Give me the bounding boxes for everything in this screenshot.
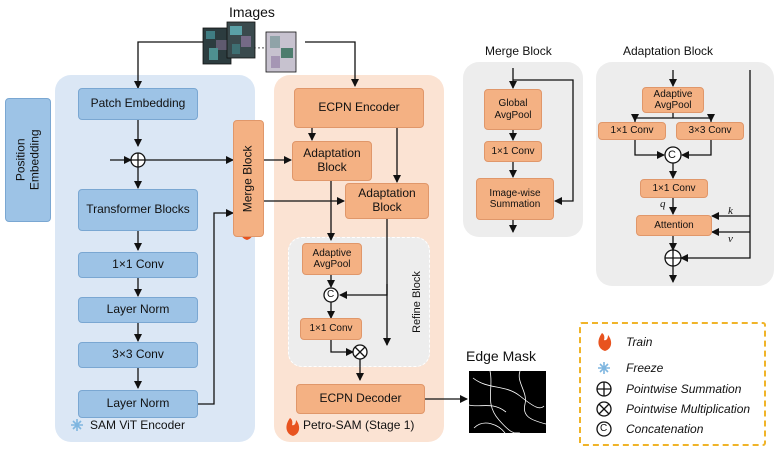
legend-pointwise-multiplication: Pointwise Multiplication bbox=[626, 402, 751, 416]
adaptation-detail-title: Adaptation Block bbox=[623, 44, 714, 58]
adapt-conv-3x3-box: 3×3 Conv bbox=[676, 122, 744, 140]
image-ellipsis: ··· bbox=[253, 40, 265, 54]
image-wise-summation-box: Image-wise Summation bbox=[476, 178, 554, 220]
position-embedding-box: Position Embedding bbox=[5, 98, 51, 222]
legend-concat-symbol: C bbox=[600, 423, 608, 434]
legend-train: Train bbox=[626, 335, 653, 349]
global-avgpool-box: Global AvgPool bbox=[484, 89, 542, 130]
edge-mask-label: Edge Mask bbox=[466, 348, 537, 364]
images-label: Images bbox=[229, 4, 275, 20]
legend-concatenation: Concatenation bbox=[626, 422, 704, 436]
petro-sam-title: Petro-SAM (Stage 1) bbox=[303, 418, 415, 432]
adapt-conv-1x1-mid-box: 1×1 Conv bbox=[640, 179, 708, 198]
k-label: k bbox=[728, 205, 733, 217]
conv-3x3-box: 3×3 Conv bbox=[78, 342, 198, 368]
merge-block-box: Merge Block bbox=[233, 120, 264, 237]
adaptive-avgpool-box: Adaptive AvgPool bbox=[642, 87, 704, 113]
refine-block-label: Refine Block bbox=[410, 271, 423, 333]
ecpn-encoder-box: ECPN Encoder bbox=[294, 88, 424, 128]
legend-panel bbox=[579, 322, 766, 446]
merge-detail-title: Merge Block bbox=[485, 44, 552, 58]
merge-conv-box: 1×1 Conv bbox=[484, 141, 542, 162]
adapt-conv-1x1-box: 1×1 Conv bbox=[598, 122, 666, 140]
refine-adaptive-avgpool-box: Adaptive AvgPool bbox=[302, 243, 362, 275]
ecpn-decoder-box: ECPN Decoder bbox=[296, 384, 425, 414]
snowflake-icons bbox=[71, 362, 610, 431]
attention-box: Attention bbox=[636, 215, 712, 236]
q-label: q bbox=[660, 198, 666, 210]
adaptation-block-box-2: Adaptation Block bbox=[345, 183, 429, 219]
adapt-concat-symbol: C bbox=[668, 149, 676, 161]
legend-freeze: Freeze bbox=[626, 361, 664, 375]
v-label: v bbox=[728, 233, 733, 245]
conv-1x1-box: 1×1 Conv bbox=[78, 252, 198, 278]
layer-norm-box-1: Layer Norm bbox=[78, 297, 198, 323]
sam-encoder-title: SAM ViT Encoder bbox=[90, 418, 185, 432]
patch-embedding-box: Patch Embedding bbox=[78, 88, 198, 120]
transformer-blocks-box: Transformer Blocks bbox=[78, 189, 198, 231]
refine-conv-box: 1×1 Conv bbox=[300, 318, 362, 340]
legend-pointwise-summation: Pointwise Summation bbox=[626, 382, 742, 396]
adaptation-block-box-1: Adaptation Block bbox=[292, 141, 372, 181]
layer-norm-box-2: Layer Norm bbox=[78, 390, 198, 418]
refine-concat-symbol: C bbox=[327, 289, 335, 300]
